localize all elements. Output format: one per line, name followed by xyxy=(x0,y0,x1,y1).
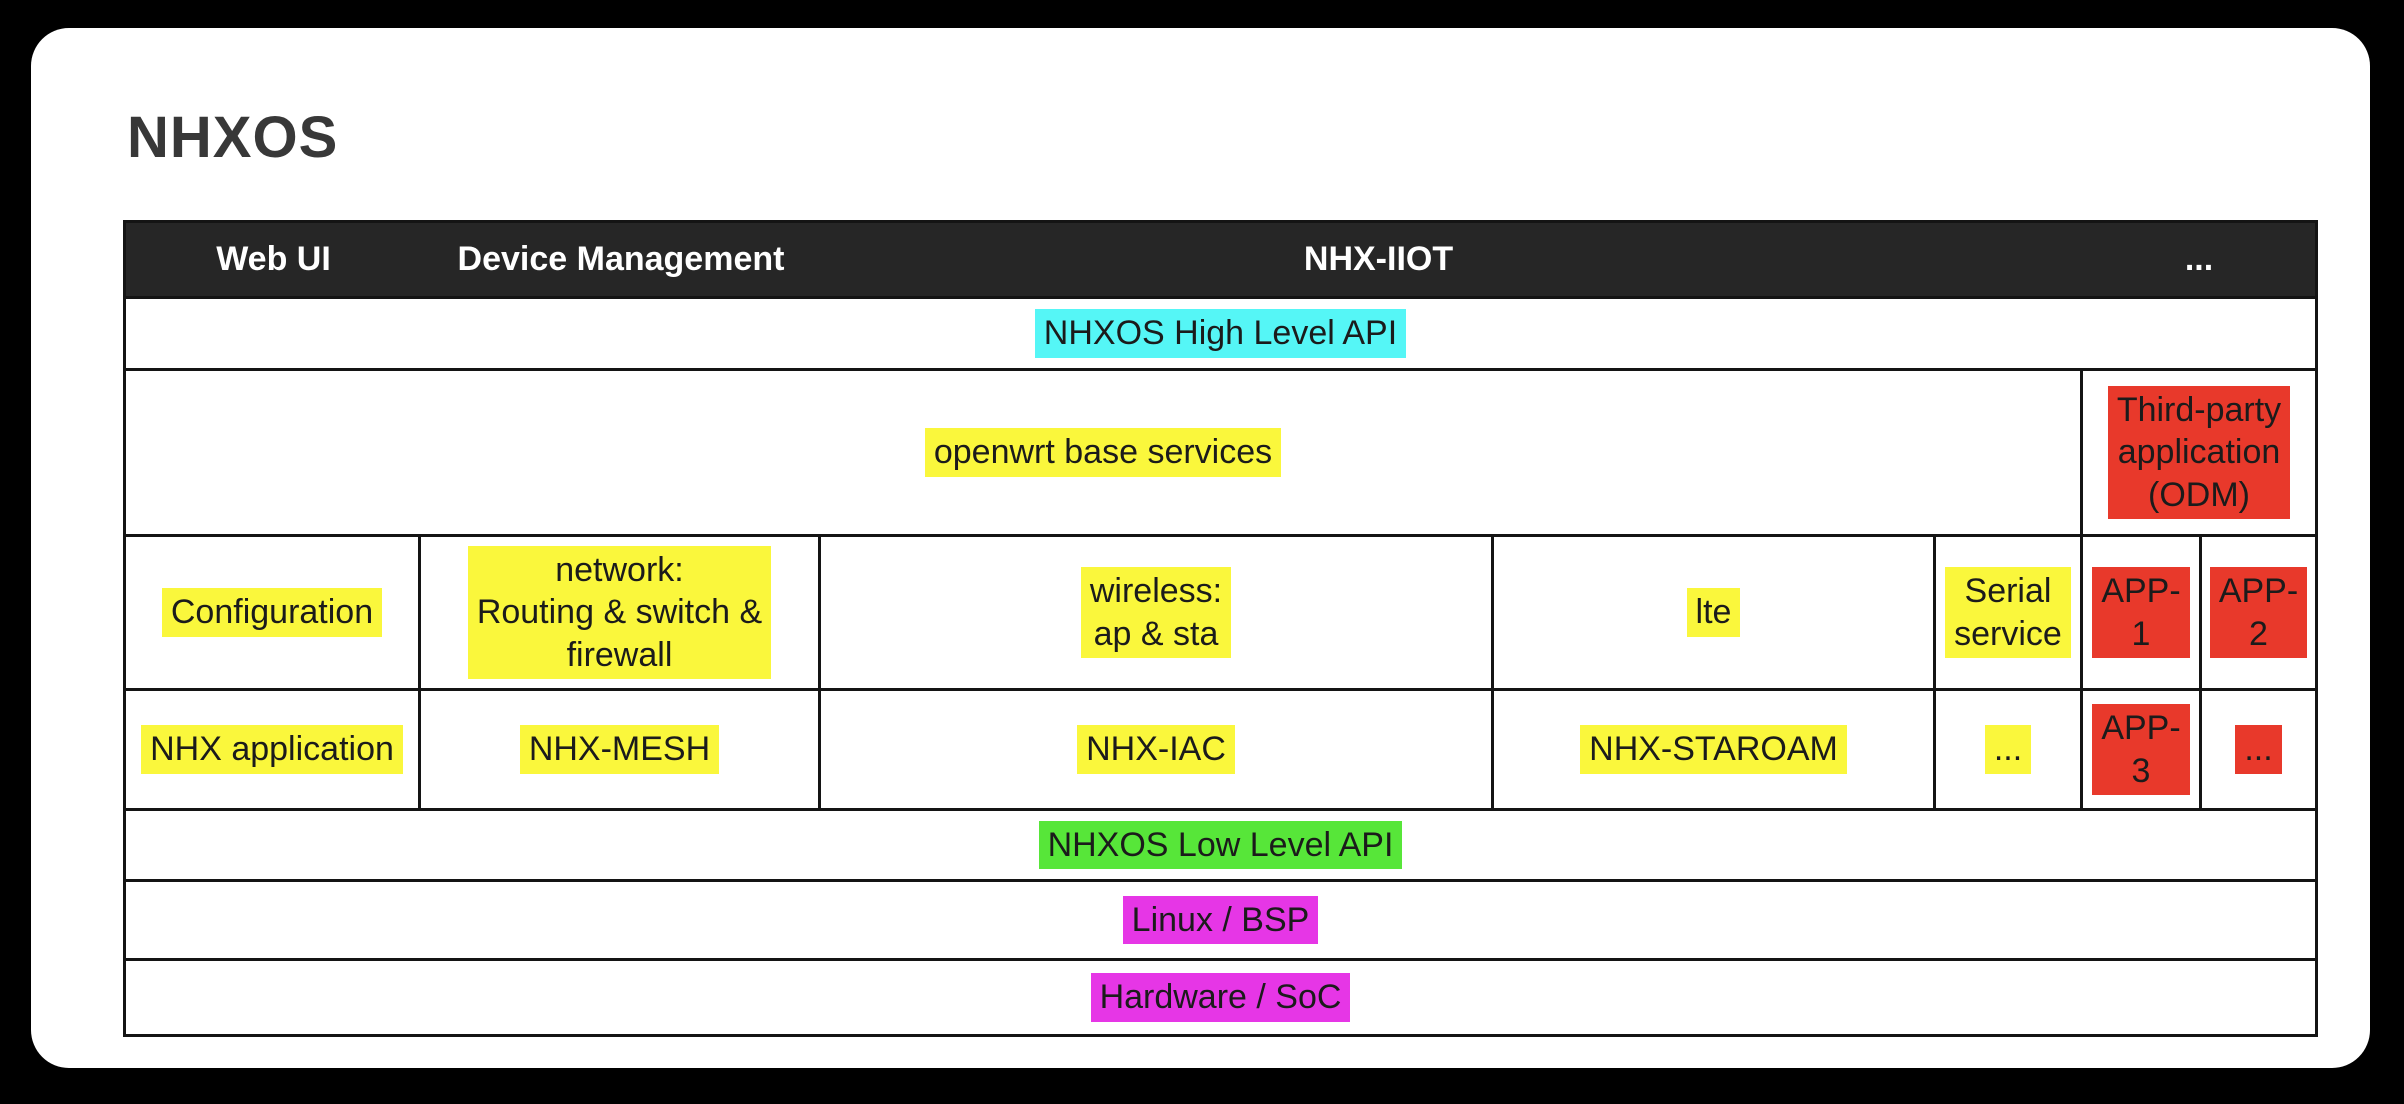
cell-nhx-staroam: NHX-STAROAM xyxy=(1494,691,1936,811)
cell-app-2: APP- 2 xyxy=(2202,537,2315,691)
linux-bsp-label: Linux / BSP xyxy=(1122,895,1319,945)
header-nhx-iiot-label: NHX-IIOT xyxy=(1303,240,1454,278)
header-more-label: ... xyxy=(2184,240,2214,278)
cell-nhx-mesh: NHX-MESH xyxy=(421,691,821,811)
ellipsis-red-label: ... xyxy=(2235,725,2282,774)
header-web-ui-label: Web UI xyxy=(216,240,331,278)
cell-app-3: APP- 3 xyxy=(2083,691,2202,811)
cell-high-level-api: NHXOS High Level API xyxy=(126,299,2315,371)
ellipsis-yellow-label: ... xyxy=(1984,725,2032,774)
cell-nhx-iac: NHX-IAC xyxy=(821,691,1494,811)
cell-linux-bsp: Linux / BSP xyxy=(126,882,2315,961)
header-spacer xyxy=(1936,223,2083,299)
wireless-label: wireless: ap & sta xyxy=(1080,567,1232,658)
nhx-staroam-label: NHX-STAROAM xyxy=(1580,725,1847,774)
third-party-application-label: Third-party application (ODM) xyxy=(2107,386,2291,519)
cell-ellipsis-red: ... xyxy=(2202,691,2315,811)
nhx-mesh-label: NHX-MESH xyxy=(519,725,720,774)
header-nhx-iiot: NHX-IIOT xyxy=(821,223,1936,299)
network-label: network: Routing & switch & firewall xyxy=(467,546,772,679)
nhx-iac-label: NHX-IAC xyxy=(1077,725,1235,774)
header-device-management-label: Device Management xyxy=(457,240,785,278)
header-more: ... xyxy=(2083,223,2315,299)
app-1-label: APP- 1 xyxy=(2092,567,2190,658)
header-web-ui: Web UI xyxy=(126,223,421,299)
openwrt-base-services-label: openwrt base services xyxy=(924,428,1282,477)
app-2-label: APP- 2 xyxy=(2209,567,2308,658)
cell-serial-service: Serial service xyxy=(1936,537,2083,691)
serial-service-label: Serial service xyxy=(1945,567,2071,658)
page-title: NHXOS xyxy=(127,105,339,170)
cell-third-party-application: Third-party application (ODM) xyxy=(2083,371,2315,537)
cell-app-1: APP- 1 xyxy=(2083,537,2202,691)
low-level-api-label: NHXOS Low Level API xyxy=(1038,820,1403,870)
cell-hardware-soc: Hardware / SoC xyxy=(126,961,2315,1034)
cell-low-level-api: NHXOS Low Level API xyxy=(126,811,2315,882)
configuration-label: Configuration xyxy=(161,588,383,637)
header-device-management: Device Management xyxy=(421,223,821,299)
high-level-api-label: NHXOS High Level API xyxy=(1034,309,1407,358)
cell-nhx-application: NHX application xyxy=(126,691,421,811)
app-3-label: APP- 3 xyxy=(2092,704,2190,795)
cell-configuration: Configuration xyxy=(126,537,421,691)
slide-card: NHXOS Web UI Device Management NHX-IIOT … xyxy=(31,28,2370,1068)
cell-network: network: Routing & switch & firewall xyxy=(421,537,821,691)
cell-wireless: wireless: ap & sta xyxy=(821,537,1494,691)
nhx-application-label: NHX application xyxy=(141,725,403,774)
hardware-soc-label: Hardware / SoC xyxy=(1090,973,1351,1022)
cell-lte: lte xyxy=(1494,537,1936,691)
lte-label: lte xyxy=(1686,588,1741,637)
cell-openwrt-base-services: openwrt base services xyxy=(126,371,2083,537)
cell-ellipsis-yellow: ... xyxy=(1936,691,2083,811)
architecture-table: Web UI Device Management NHX-IIOT ... NH… xyxy=(123,220,2318,1037)
